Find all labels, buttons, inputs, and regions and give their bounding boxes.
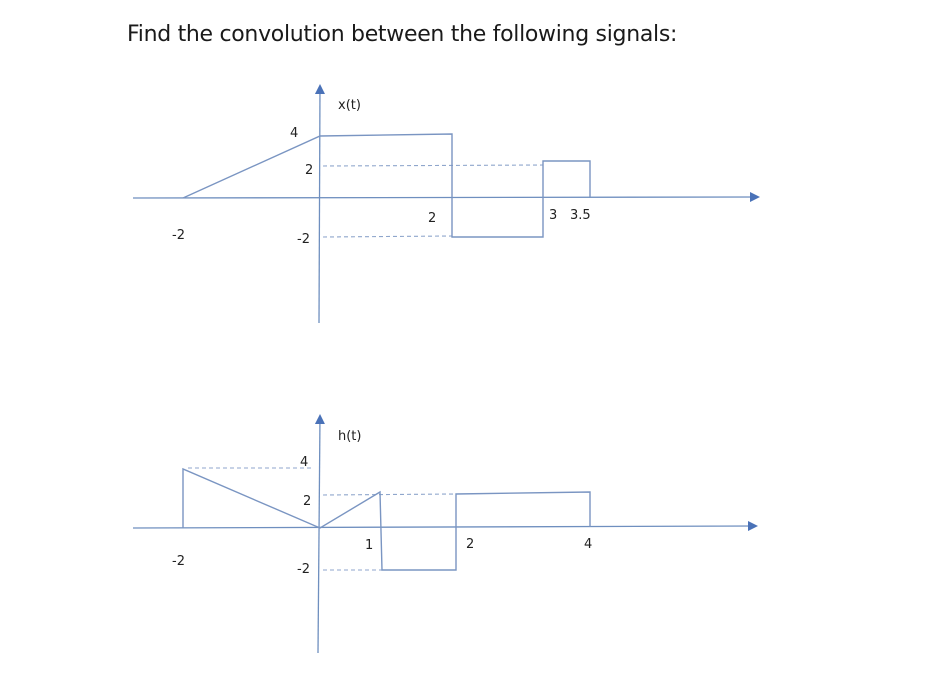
- h-graph-amplitude-axis: [314, 414, 325, 654]
- x-graph-guide-2: [322, 164, 544, 167]
- x-graph-guide-minus2: [322, 235, 453, 238]
- x-ttick-3-5: 3.5: [570, 208, 591, 223]
- h-ttick-4: 4: [584, 537, 592, 552]
- h-ttick-1: 1: [365, 538, 373, 553]
- h-ytick-2: 2: [303, 494, 311, 509]
- h-signal-graph: h(t) 4 2 -2 -2 1 2 4: [132, 414, 758, 654]
- x-graph-title: x(t): [338, 98, 361, 113]
- x-ttick-2: 2: [428, 211, 436, 226]
- x-ytick-4: 4: [290, 126, 298, 141]
- h-signal-waveform: [182, 467, 591, 571]
- h-ttick-2: 2: [466, 537, 474, 552]
- x-ttick-3: 3: [549, 208, 557, 223]
- h-ytick-4: 4: [300, 455, 308, 470]
- x-ttick-minus2: -2: [172, 228, 185, 243]
- h-ttick-minus2: -2: [172, 554, 185, 569]
- h-graph-time-axis: [132, 521, 758, 532]
- h-graph-title: h(t): [338, 429, 361, 444]
- x-graph-time-axis: [132, 192, 760, 203]
- x-signal-graph: x(t) 4 2 -2 -2 2 3 3.5: [132, 84, 760, 324]
- x-ytick-2: 2: [305, 163, 313, 178]
- question-text: Find the convolution between the followi…: [127, 22, 678, 47]
- h-graph-guide-2: [322, 493, 458, 496]
- x-graph-amplitude-axis: [314, 84, 325, 324]
- h-ytick-minus2: -2: [297, 562, 310, 577]
- x-signal-waveform: [182, 133, 591, 238]
- x-ytick-minus2: -2: [297, 232, 310, 247]
